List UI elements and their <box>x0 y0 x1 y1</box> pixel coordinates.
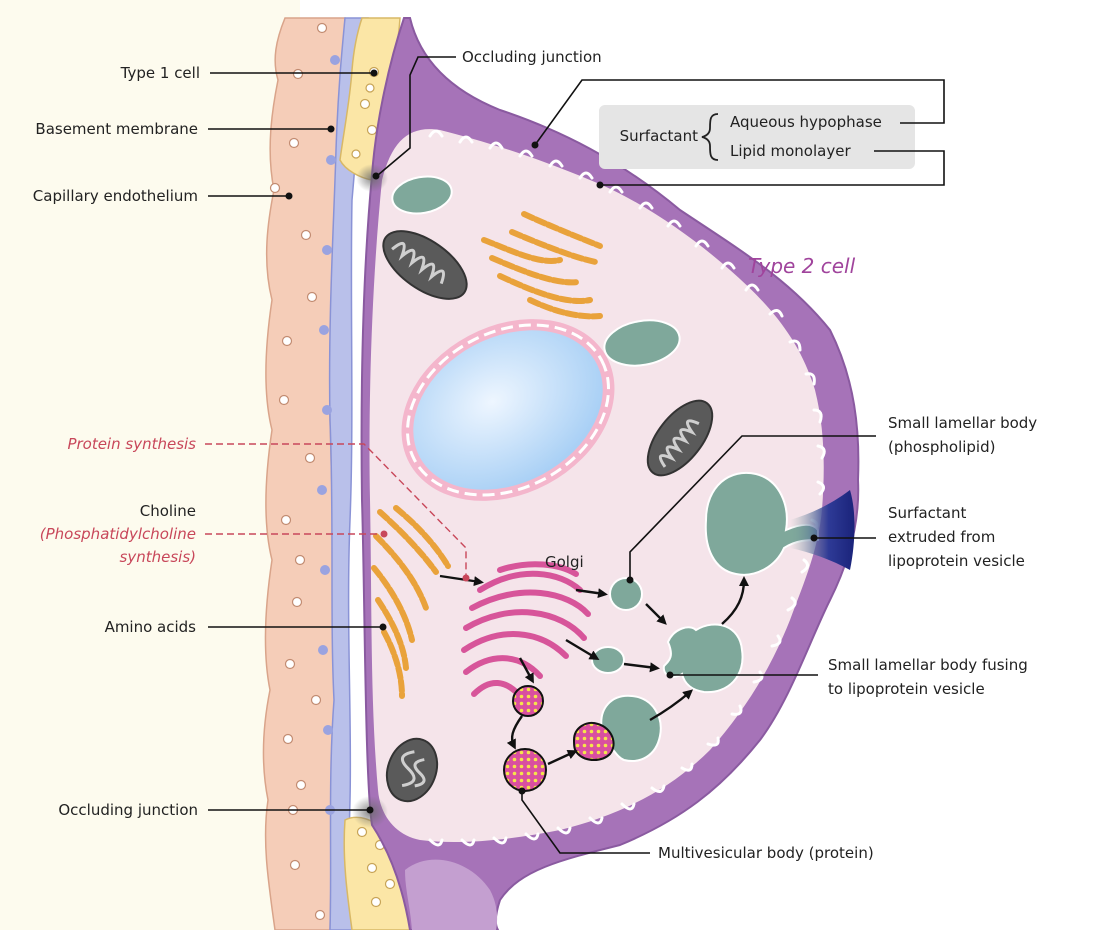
multivesicular-body-small <box>512 685 544 717</box>
lipid-monolayer-leader <box>600 150 945 186</box>
surfactant-extrusion <box>790 490 855 570</box>
label-type1-cell: Type 1 cell <box>120 64 200 82</box>
label-surfactant-extruded-3: lipoprotein vesicle <box>888 552 1025 570</box>
multivesicular-body-large <box>503 748 547 792</box>
mitochondrion-top <box>382 230 468 300</box>
label-fusing-1: Small lamellar body fusing <box>828 656 1028 674</box>
label-occluding-junction-bottom: Occluding junction <box>58 801 198 819</box>
nucleus <box>413 330 603 490</box>
multivesicular-body-leader <box>521 792 650 854</box>
type1-cell-bottom-vesicles <box>356 826 396 908</box>
occluding-junction-top-leader <box>377 56 456 176</box>
label-phosphatidylcholine-2: synthesis) <box>120 548 196 566</box>
aqueous-hypophase-leader <box>534 79 945 146</box>
label-amino-acids: Amino acids <box>105 618 197 636</box>
red-leaders <box>205 443 470 582</box>
nucleus-envelope-white <box>405 323 611 497</box>
small-lamellar-body-2 <box>591 646 625 674</box>
basement-membrane <box>328 17 369 930</box>
surfactant-box <box>599 105 915 169</box>
label-protein-synthesis: Protein synthesis <box>67 435 196 453</box>
label-choline: Choline <box>140 502 196 520</box>
label-small-lamellar-body-2: (phospholipid) <box>888 438 995 456</box>
multivesicular-body-fusing <box>572 722 615 761</box>
alveolar-fluid-background <box>0 0 300 930</box>
label-aqueous-hypophase: Aqueous hypophase <box>730 113 882 131</box>
small-lamellar-body-1 <box>609 577 643 611</box>
label-fusing-2: to lipoprotein vesicle <box>828 680 985 698</box>
left-leaders <box>208 69 387 814</box>
lipoprotein-vesicle-bottom <box>600 694 662 762</box>
basement-membrane-bumps <box>317 55 340 815</box>
label-multivesicular-body: Multivesicular body (protein) <box>658 844 874 862</box>
surfactant-brace <box>701 113 719 161</box>
mitochondrion-right <box>646 399 714 477</box>
label-capillary-endothelium: Capillary endothelium <box>33 187 198 205</box>
label-golgi: Golgi <box>545 553 584 571</box>
label-small-lamellar-body-1: Small lamellar body <box>888 414 1037 432</box>
microvilli <box>428 129 826 847</box>
label-basement-membrane: Basement membrane <box>35 120 198 138</box>
pathway-arrows <box>439 574 749 766</box>
vacuole-top <box>391 175 453 215</box>
rough-er-top <box>481 211 603 320</box>
label-surfactant-extruded-2: extruded from <box>888 528 995 546</box>
label-lipid-monolayer: Lipid monolayer <box>730 142 851 160</box>
label-surfactant-extruded-1: Surfactant <box>888 504 966 522</box>
rough-er-bottom <box>371 505 451 699</box>
mitochondrion-bottom <box>385 737 439 803</box>
vacuole-middle <box>603 319 681 367</box>
type2-cell-lower-region <box>405 859 498 930</box>
label-type2-cell: Type 2 cell <box>748 254 856 278</box>
occluding-junction-top-shadow <box>356 164 388 192</box>
label-phosphatidylcholine-1: (Phosphatidylcholine <box>40 525 196 543</box>
endothelium-vesicles <box>269 22 328 921</box>
small-lamellar-body-leader <box>629 435 876 578</box>
label-surfactant: Surfactant <box>620 127 698 145</box>
label-occluding-junction-top: Occluding junction <box>462 48 602 66</box>
